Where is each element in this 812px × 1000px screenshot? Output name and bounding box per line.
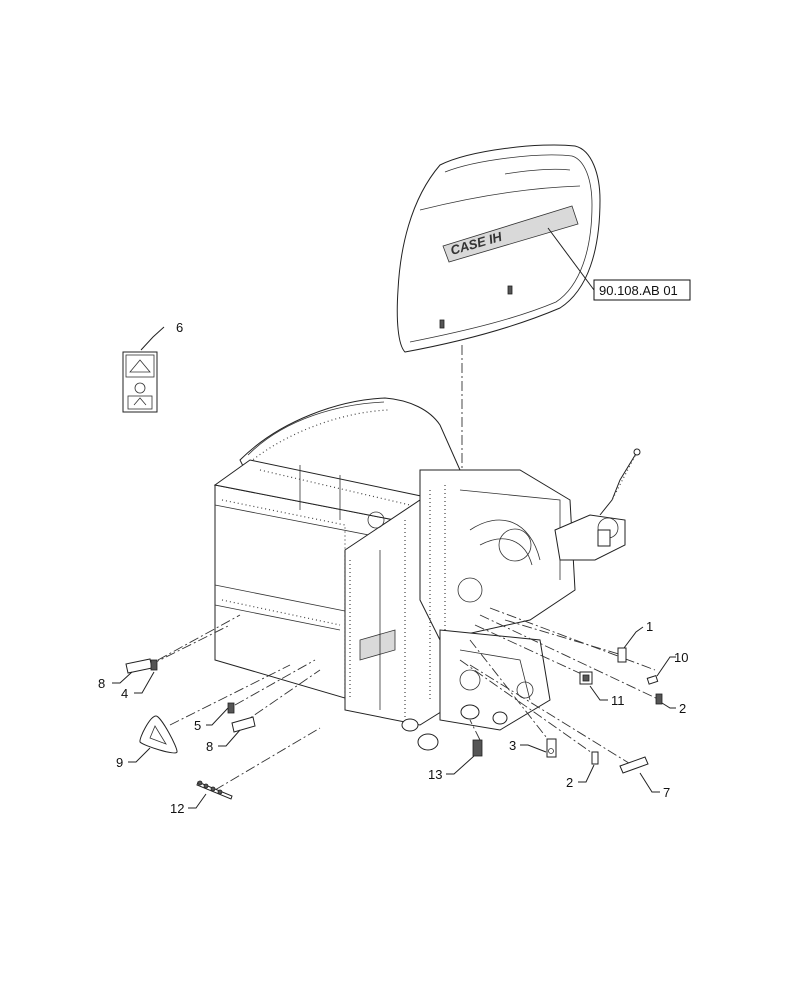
decal-5 [227, 702, 235, 714]
reference-box[interactable] [593, 279, 691, 301]
callout-8-middle: 8 [206, 739, 213, 754]
decal-2-right [655, 693, 663, 705]
callout-13: 13 [428, 767, 442, 782]
decal-1 [617, 647, 627, 663]
decal-8-left [125, 658, 153, 674]
callout-5: 5 [194, 718, 201, 733]
callout-8-left: 8 [98, 676, 105, 691]
callout-4: 4 [121, 686, 128, 701]
callout-12: 12 [170, 801, 184, 816]
callout-3: 3 [509, 738, 516, 753]
decal-7 [619, 756, 649, 774]
callout-numbers: 6 8 4 5 8 9 12 13 3 2 1 10 11 2 7 [98, 320, 688, 816]
decal-12 [196, 780, 233, 800]
callout-6: 6 [176, 320, 183, 335]
decal-4 [150, 659, 158, 671]
callout-leaders [112, 326, 676, 809]
callout-2-right: 2 [679, 701, 686, 716]
callout-2-lower: 2 [566, 775, 573, 790]
callout-10: 10 [674, 650, 688, 665]
side-cover: CASE IH [396, 144, 601, 353]
reflector-triangle-9 [139, 715, 178, 754]
decal-13 [472, 739, 483, 757]
baler-frame [213, 397, 641, 751]
decals [125, 647, 663, 800]
decal-3 [546, 738, 557, 758]
decal-6 [122, 351, 158, 413]
decal-10 [646, 674, 659, 685]
callout-11: 11 [611, 693, 625, 708]
reference-label[interactable]: 90.108.AB 01 [599, 283, 678, 298]
reference-link[interactable]: 90.108.AB 01 [547, 227, 691, 301]
leader-lines [149, 607, 661, 791]
callout-7: 7 [663, 785, 670, 800]
decal-2-lower [591, 751, 599, 765]
callout-1: 1 [646, 619, 653, 634]
decal-8-middle [231, 716, 256, 733]
callout-9: 9 [116, 755, 123, 770]
